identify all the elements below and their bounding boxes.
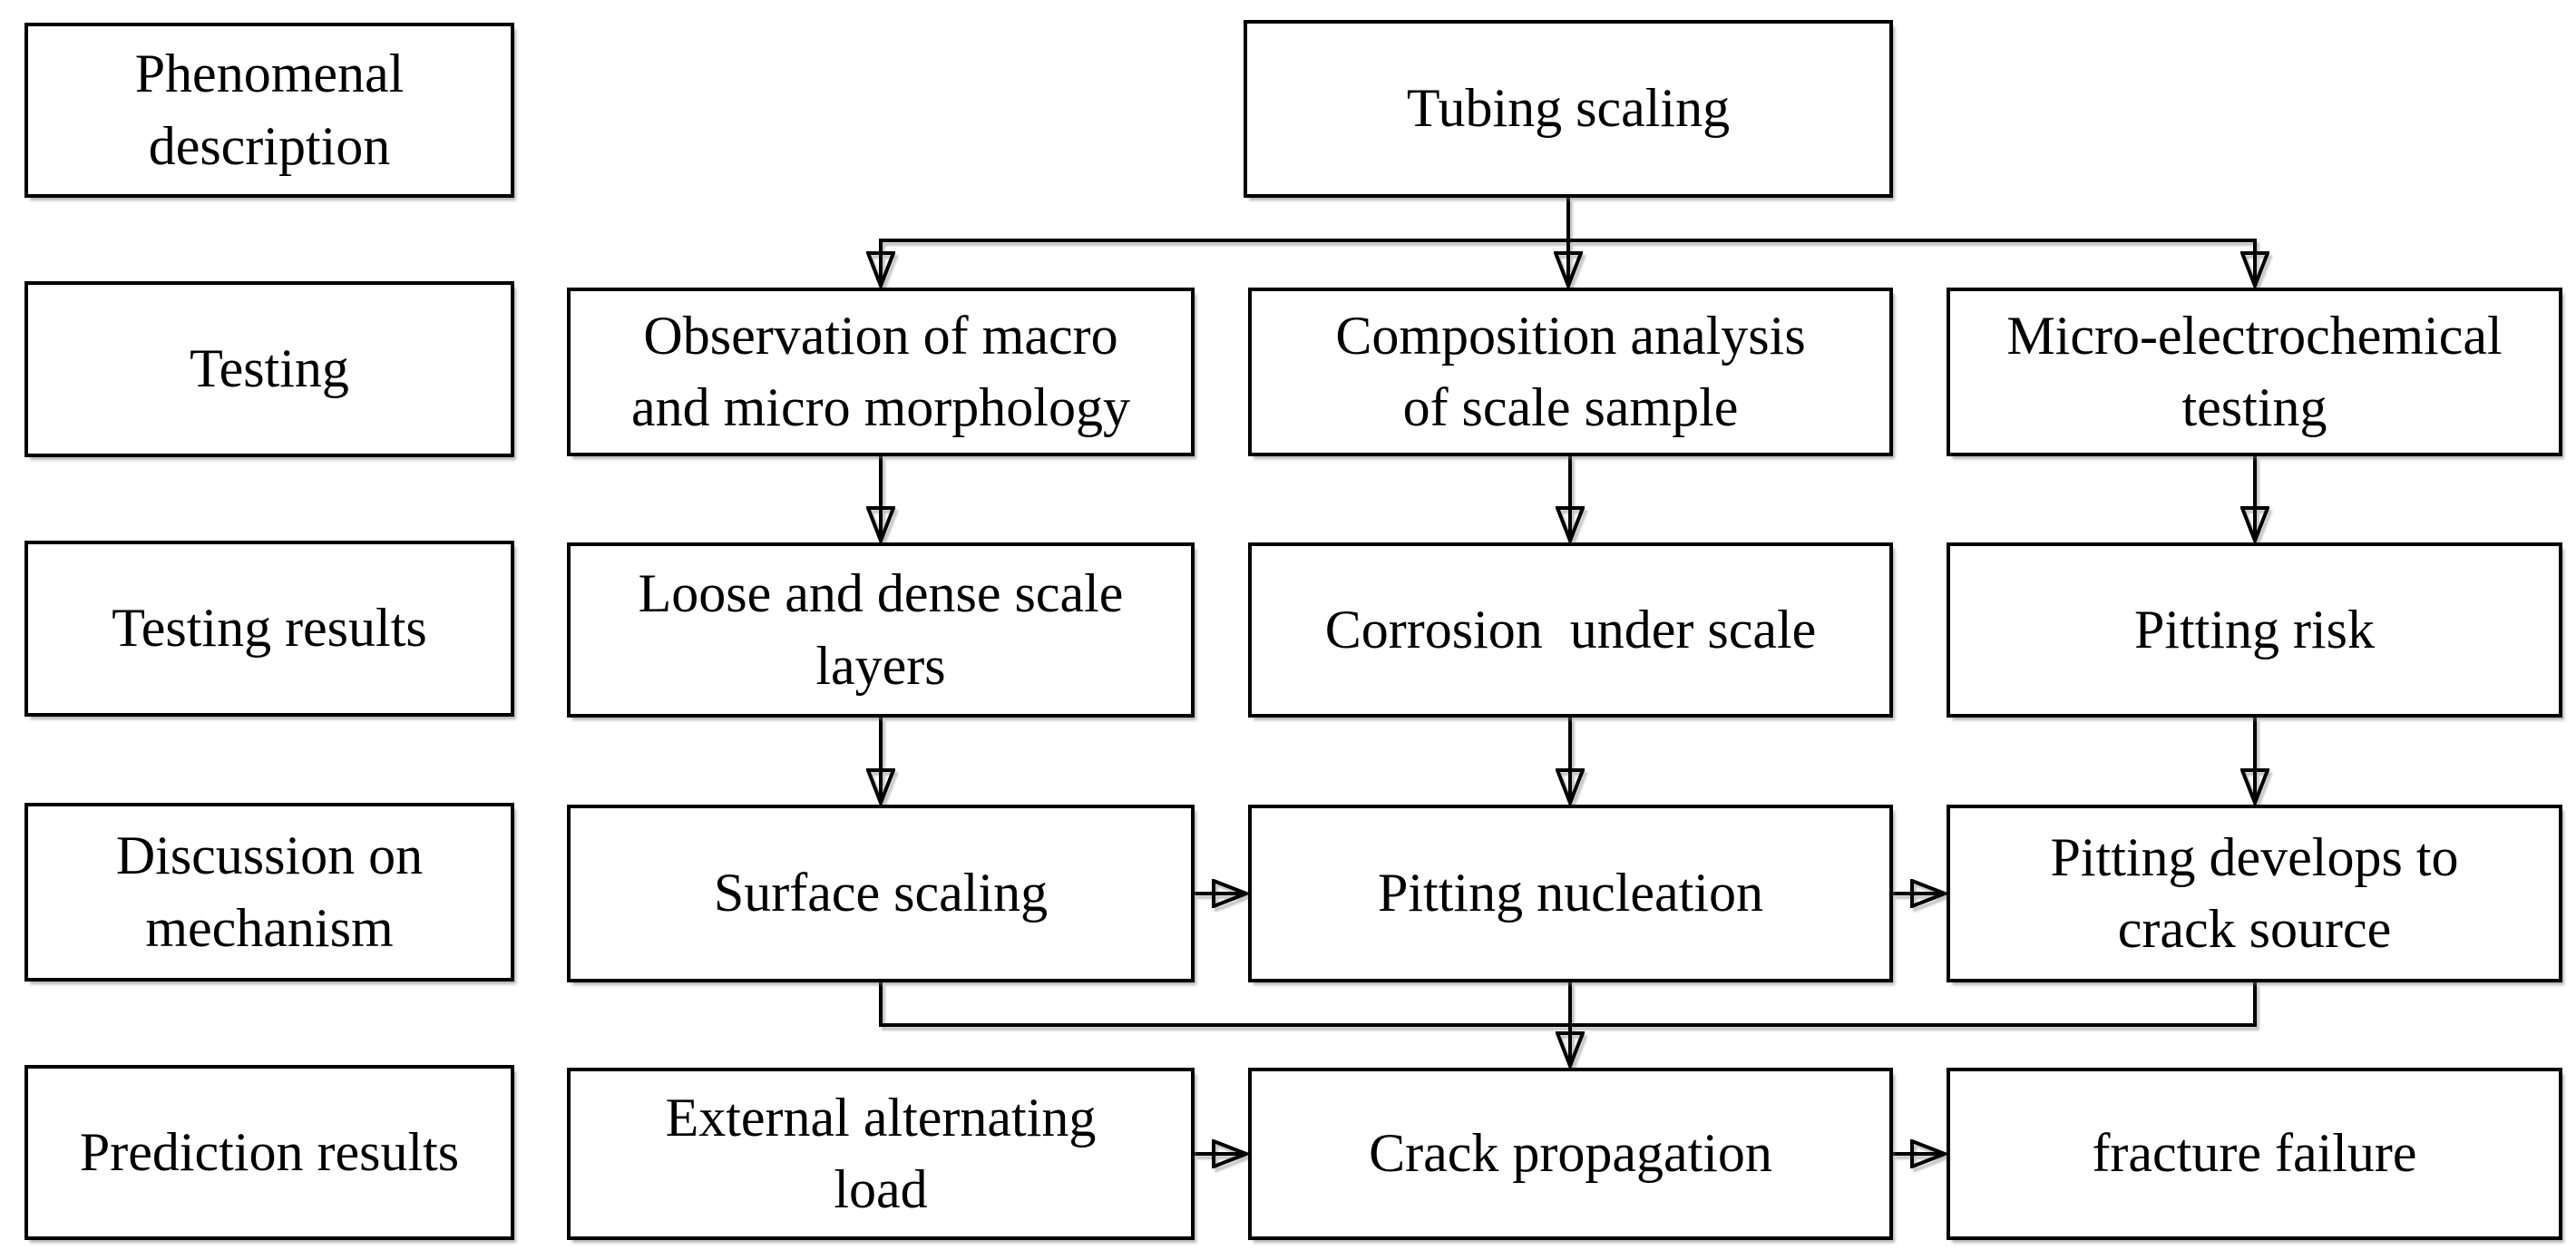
node-observation-macro-micro-morphology: Observation of macro and micro morpholog… bbox=[567, 288, 1195, 456]
tubing-fanout-connector bbox=[879, 198, 2257, 282]
node-pitting-risk: Pitting risk bbox=[1947, 542, 2562, 718]
stage-testing-results: Testing results bbox=[24, 541, 514, 717]
node-surface-scaling: Surface scaling bbox=[567, 805, 1195, 982]
stage-prediction-results: Prediction results bbox=[24, 1065, 514, 1240]
node-crack-propagation: Crack propagation bbox=[1248, 1068, 1893, 1240]
node-external-alternating-load: External alternating load bbox=[567, 1068, 1195, 1240]
node-tubing-scaling: Tubing scaling bbox=[1244, 20, 1893, 198]
node-loose-dense-scale-layers: Loose and dense scale layers bbox=[567, 542, 1195, 718]
stage-testing: Testing bbox=[24, 281, 514, 457]
node-corrosion-under-scale: Corrosion under scale bbox=[1248, 542, 1893, 718]
node-composition-analysis-scale-sample: Composition analysis of scale sample bbox=[1248, 288, 1893, 456]
stage-phenomenal-description: Phenomenal description bbox=[24, 23, 514, 198]
node-pitting-nucleation: Pitting nucleation bbox=[1248, 805, 1893, 982]
mechanism-merge-connector bbox=[879, 982, 2257, 1062]
stage-discussion-on-mechanism: Discussion on mechanism bbox=[24, 803, 514, 982]
node-micro-electrochemical-testing: Micro-electrochemical testing bbox=[1947, 288, 2562, 456]
node-fracture-failure: fracture failure bbox=[1947, 1068, 2562, 1240]
testing-to-results-connectors bbox=[881, 456, 2255, 537]
node-pitting-develops-crack-source: Pitting develops to crack source bbox=[1947, 805, 2562, 982]
results-to-mechanism-connectors bbox=[881, 718, 2255, 799]
